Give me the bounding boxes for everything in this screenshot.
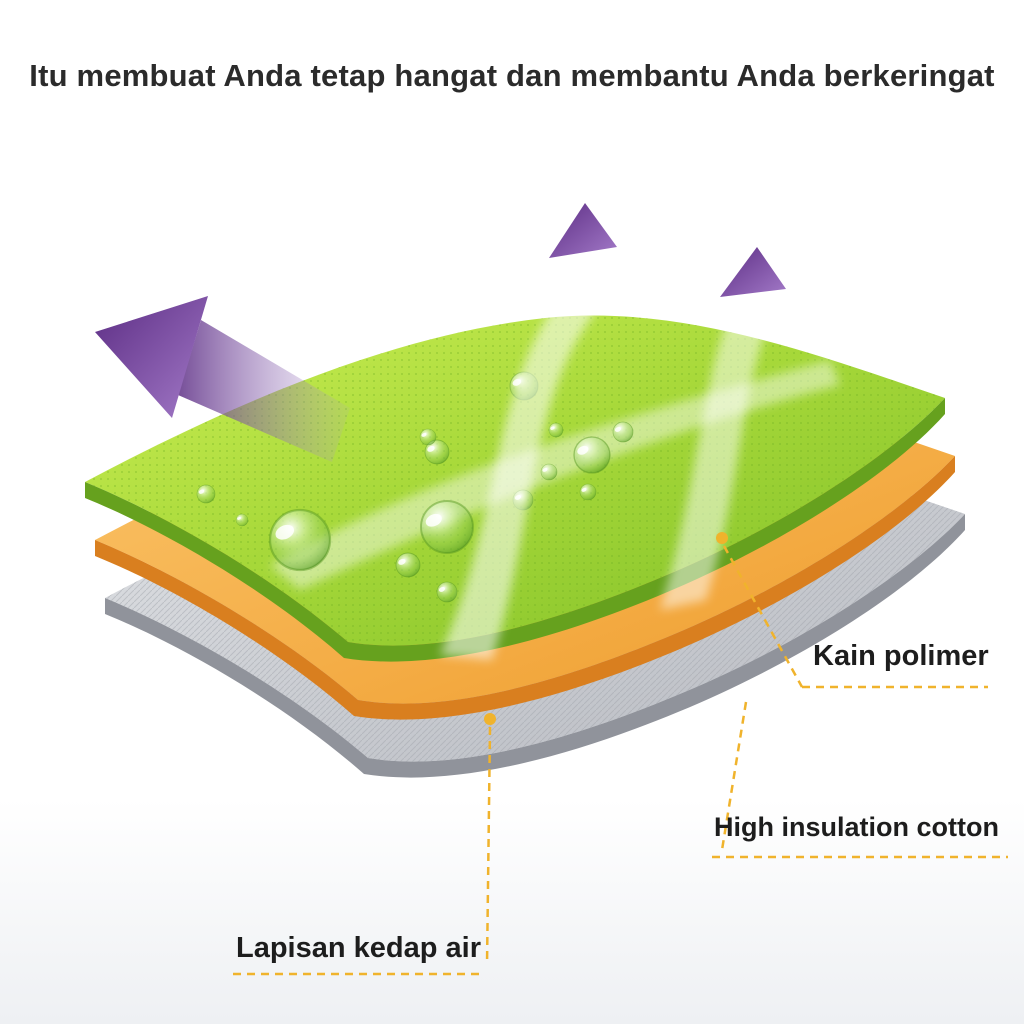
escape-arrow xyxy=(95,296,350,462)
page-title: Itu membuat Anda tetap hangat dan memban… xyxy=(29,58,995,93)
arrowhead-icon xyxy=(549,203,617,258)
leader-dot-polymer xyxy=(716,532,728,544)
leader-line-insulation xyxy=(720,701,748,851)
breathability-arrows xyxy=(440,203,786,660)
label-waterproof-layer: Lapisan kedap air xyxy=(236,932,481,964)
leader-dot-waterproof xyxy=(484,713,496,725)
leader-lines xyxy=(233,545,1008,976)
leader-line-waterproof xyxy=(485,726,492,966)
label-polymer-fabric: Kain polimer xyxy=(813,640,989,672)
arrowhead-icon xyxy=(720,247,786,297)
label-high-insulation-cotton: High insulation cotton xyxy=(714,812,999,842)
arrowhead-icon xyxy=(95,296,208,418)
